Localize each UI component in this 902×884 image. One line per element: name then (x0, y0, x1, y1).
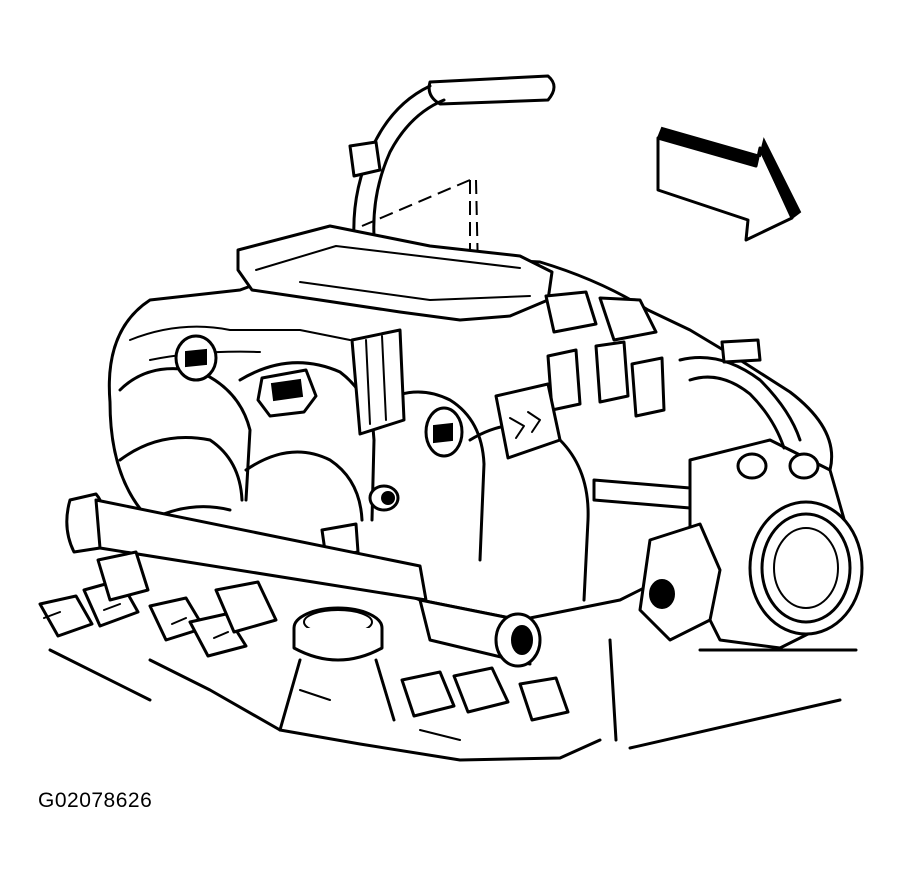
front-direction-arrow (656, 126, 802, 242)
pcv-tube (592, 338, 802, 510)
fuel-injectors (38, 550, 570, 722)
oil-filler-cap (278, 606, 396, 732)
engine-block (48, 648, 602, 762)
figure-caption: G02078626 (38, 789, 153, 812)
throttle-body (608, 438, 864, 750)
manifold-fittings (174, 328, 464, 560)
ignition-components (494, 290, 666, 460)
fuel-rail (65, 492, 542, 668)
